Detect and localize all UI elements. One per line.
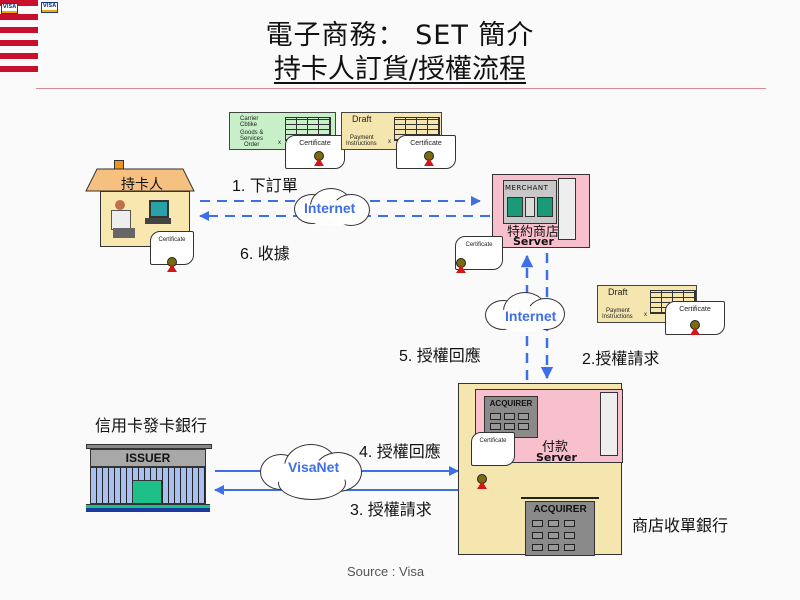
title-divider [36,88,766,89]
person-at-computer-icon [105,196,175,244]
internet-label: Internet [304,200,356,216]
certificate-seal-icon [167,257,177,272]
page-subtitle-text: 持卡人訂貨/授權流程 [273,54,527,85]
order-doc-mark: x [278,140,281,146]
merchant-label: 特約商店 [507,225,560,240]
payment-gateway-server-label: Server [536,451,577,464]
order-doc-line: Carrier [240,116,259,122]
draft-doc-title: Draft [608,287,628,297]
certificate-seal-icon [477,474,487,489]
certificate-seal-icon [456,258,466,273]
server-tower-icon [600,392,618,456]
step-2-label: 2.授權請求 [582,351,660,368]
issuer-bank-building-icon: ISSUER [86,444,212,514]
order-document: Carrier Cbtike Goods & Services Order x [229,112,336,150]
visanet-label: VisaNet [288,459,340,475]
page-title: 電子商務： SET 簡介 [265,20,535,51]
cardholder-certificate: Certificate [150,231,194,265]
internet-cloud-top: Internet [290,186,370,230]
acquirer-bank-building-icon: ACQUIRER [525,501,595,556]
order-doc-line: Goods & [240,130,264,136]
draft-doc-line: Payment [350,135,374,141]
payment-gateway-label: 付款 [542,440,569,455]
merchant-sign: MERCHANT [505,184,549,192]
issuer-sign: ISSUER [125,451,171,465]
draft-doc-title: Draft [352,114,372,124]
acquirer-area: ACQUIRER 付款 Server Certificate ACQUIRER [458,383,623,556]
flag-stripe [0,27,38,33]
step-4-label: 4. 授權回應 [359,444,441,461]
house-roof [85,168,195,192]
order-doc-line: Order [244,142,260,148]
draft-doc-mark: x [644,312,647,318]
draft-doc-line: Instructions [602,314,633,320]
certificate-seal-icon [424,151,434,166]
certificate-seal-icon [314,151,324,166]
issuer-bank-label: 信用卡發卡銀行 [95,418,208,435]
flag-stripe [0,40,38,46]
merchant-server-box: MERCHANT 特約商店 Server [492,174,590,248]
cardholder-label: 持卡人 [121,177,163,193]
merchant-storefront-icon: MERCHANT [503,180,557,224]
acquirer-bank-label: 商店收單銀行 [632,518,729,535]
step-5-label: 5. 授權回應 [399,348,481,365]
visa-card-logo: VISA [1,3,18,14]
flag-stripe [0,66,38,72]
order-doc-line: Cbtike [240,122,258,128]
certificate-seal-icon [690,320,700,335]
gateway-certificate: Certificate [471,432,515,466]
order-doc-line: Services [240,136,264,142]
flag-stripe [0,14,38,20]
draft-doc-mark: x [388,139,391,145]
visanet-cloud: VisaNet [258,442,362,500]
visa-card-logo: VISA [41,2,58,13]
payment-gateway-box: ACQUIRER 付款 Server [475,389,623,464]
internet-label: Internet [505,308,557,324]
acquirer-building-icon: ACQUIRER [484,396,538,438]
draft-doc-line: Payment [606,308,630,314]
step-3-label: 3. 授權請求 [350,502,432,519]
merchant-server-label: Server [513,235,554,248]
acquirer-bank-roof [521,497,599,499]
step-6-label: 6. 收據 [240,246,290,263]
flag-stripe [0,53,38,59]
source-credit: Source : Visa [347,564,425,579]
acquirer-bank-sign: ACQUIRER [533,504,587,515]
internet-cloud-right: Internet [483,290,565,336]
step-1-label: 1. 下訂單 [232,178,298,195]
page-subtitle: 持卡人訂貨/授權流程 [0,47,800,86]
draft-doc-line: Instructions [346,141,377,147]
draft-document: Draft Payment Instructions x [341,112,442,150]
flag-stripe [0,0,38,6]
acquirer-sign: ACQUIRER [489,399,533,408]
server-tower-icon [558,178,576,240]
